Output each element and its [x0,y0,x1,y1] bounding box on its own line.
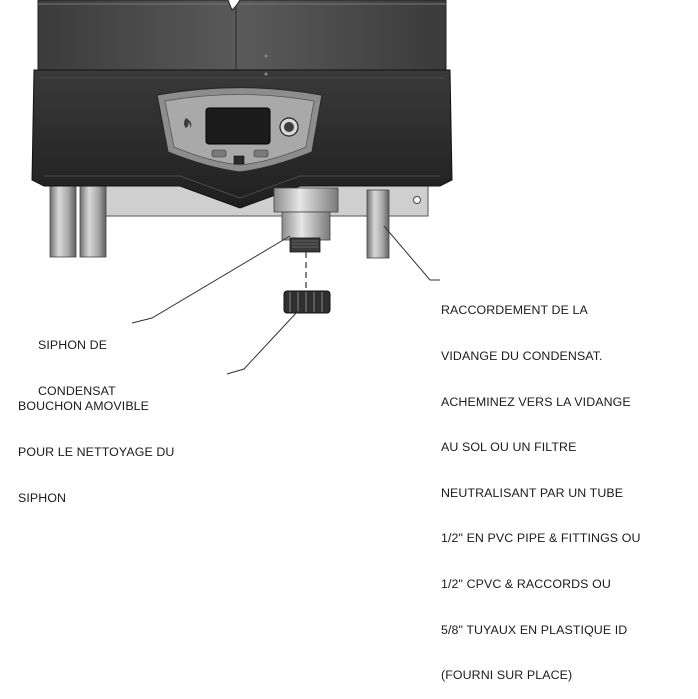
power-knob-icon[interactable] [279,117,299,137]
left-pipes [49,174,107,258]
cut-line [227,0,241,11]
display-screen [205,107,271,145]
front-panel [31,54,453,209]
left-button[interactable] [211,149,227,158]
mount-hole-icon [413,196,421,204]
label-removable-cap: BOUCHON AMOVIBLE POUR LE NETTOYAGE DU SI… [18,399,175,505]
right-button[interactable] [253,149,269,158]
leader-trap [131,235,291,324]
leader-drain [383,225,440,281]
removable-cap [283,290,331,314]
usb-port-icon [233,155,245,165]
boiler-cabinet [37,0,447,71]
boiler-condensate-diagram [31,0,453,375]
condensate-trap [273,187,339,253]
label-drain-connection: RACCORDEMENT DE LA VIDANGE DU CONDENSAT.… [441,303,641,683]
right-pipe [366,189,390,259]
label-condensate-trap: SIPHON DE CONDENSAT [38,338,116,399]
flame-indicator-icon [184,118,192,128]
leader-cap [226,310,299,375]
leader-lines [131,225,440,375]
